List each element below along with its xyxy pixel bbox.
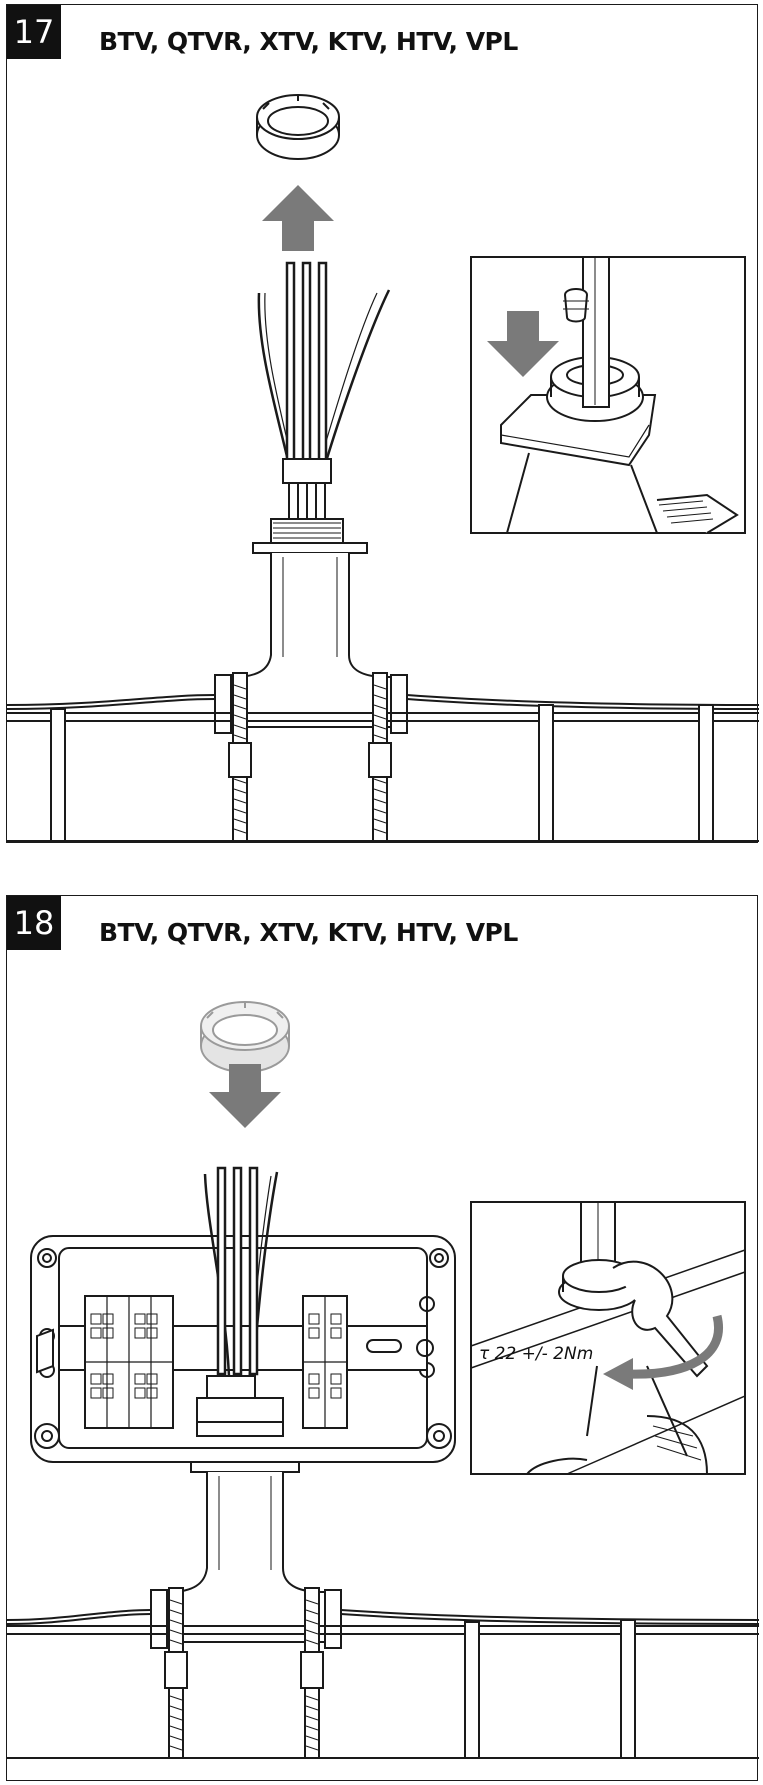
gland-nut-icon <box>200 1001 290 1073</box>
torque-label: τ 22 +/- 2Nm <box>479 1344 594 1364</box>
step-number: 18 <box>7 896 61 950</box>
hose-clamp-right <box>368 672 392 842</box>
arrow-down-icon <box>209 1064 281 1128</box>
torque-arrow-icon <box>626 1314 723 1379</box>
sealing-plug-icon <box>563 288 589 323</box>
model-list: BTV, QTVR, XTV, KTV, HTV, VPL <box>99 918 518 947</box>
arrow-up-icon <box>262 185 334 251</box>
terminal-block-right <box>302 1295 348 1429</box>
inset-detail-18 <box>470 1201 746 1475</box>
step-18-illustration <box>7 1001 759 1759</box>
hose-clamp-left <box>164 1587 188 1759</box>
wrench-icon <box>612 1260 709 1378</box>
step-number: 17 <box>7 5 61 59</box>
step-17-panel: 17 BTV, QTVR, XTV, KTV, HTV, VPL <box>6 4 759 843</box>
gland-nut-icon <box>256 94 340 160</box>
junction-box <box>30 1235 456 1463</box>
wires <box>203 1166 279 1377</box>
hose-clamp-left <box>228 672 252 842</box>
step-17-illustration <box>7 94 759 842</box>
model-list: BTV, QTVR, XTV, KTV, HTV, VPL <box>99 27 518 56</box>
wires <box>257 261 391 466</box>
hose-clamp-right <box>300 1587 324 1759</box>
inset-detail-17 <box>470 256 746 534</box>
terminal-block-left <box>84 1295 174 1429</box>
step-18-panel: 18 BTV, QTVR, XTV, KTV, HTV, VPL <box>6 895 759 1781</box>
arrow-down-icon <box>487 311 559 377</box>
